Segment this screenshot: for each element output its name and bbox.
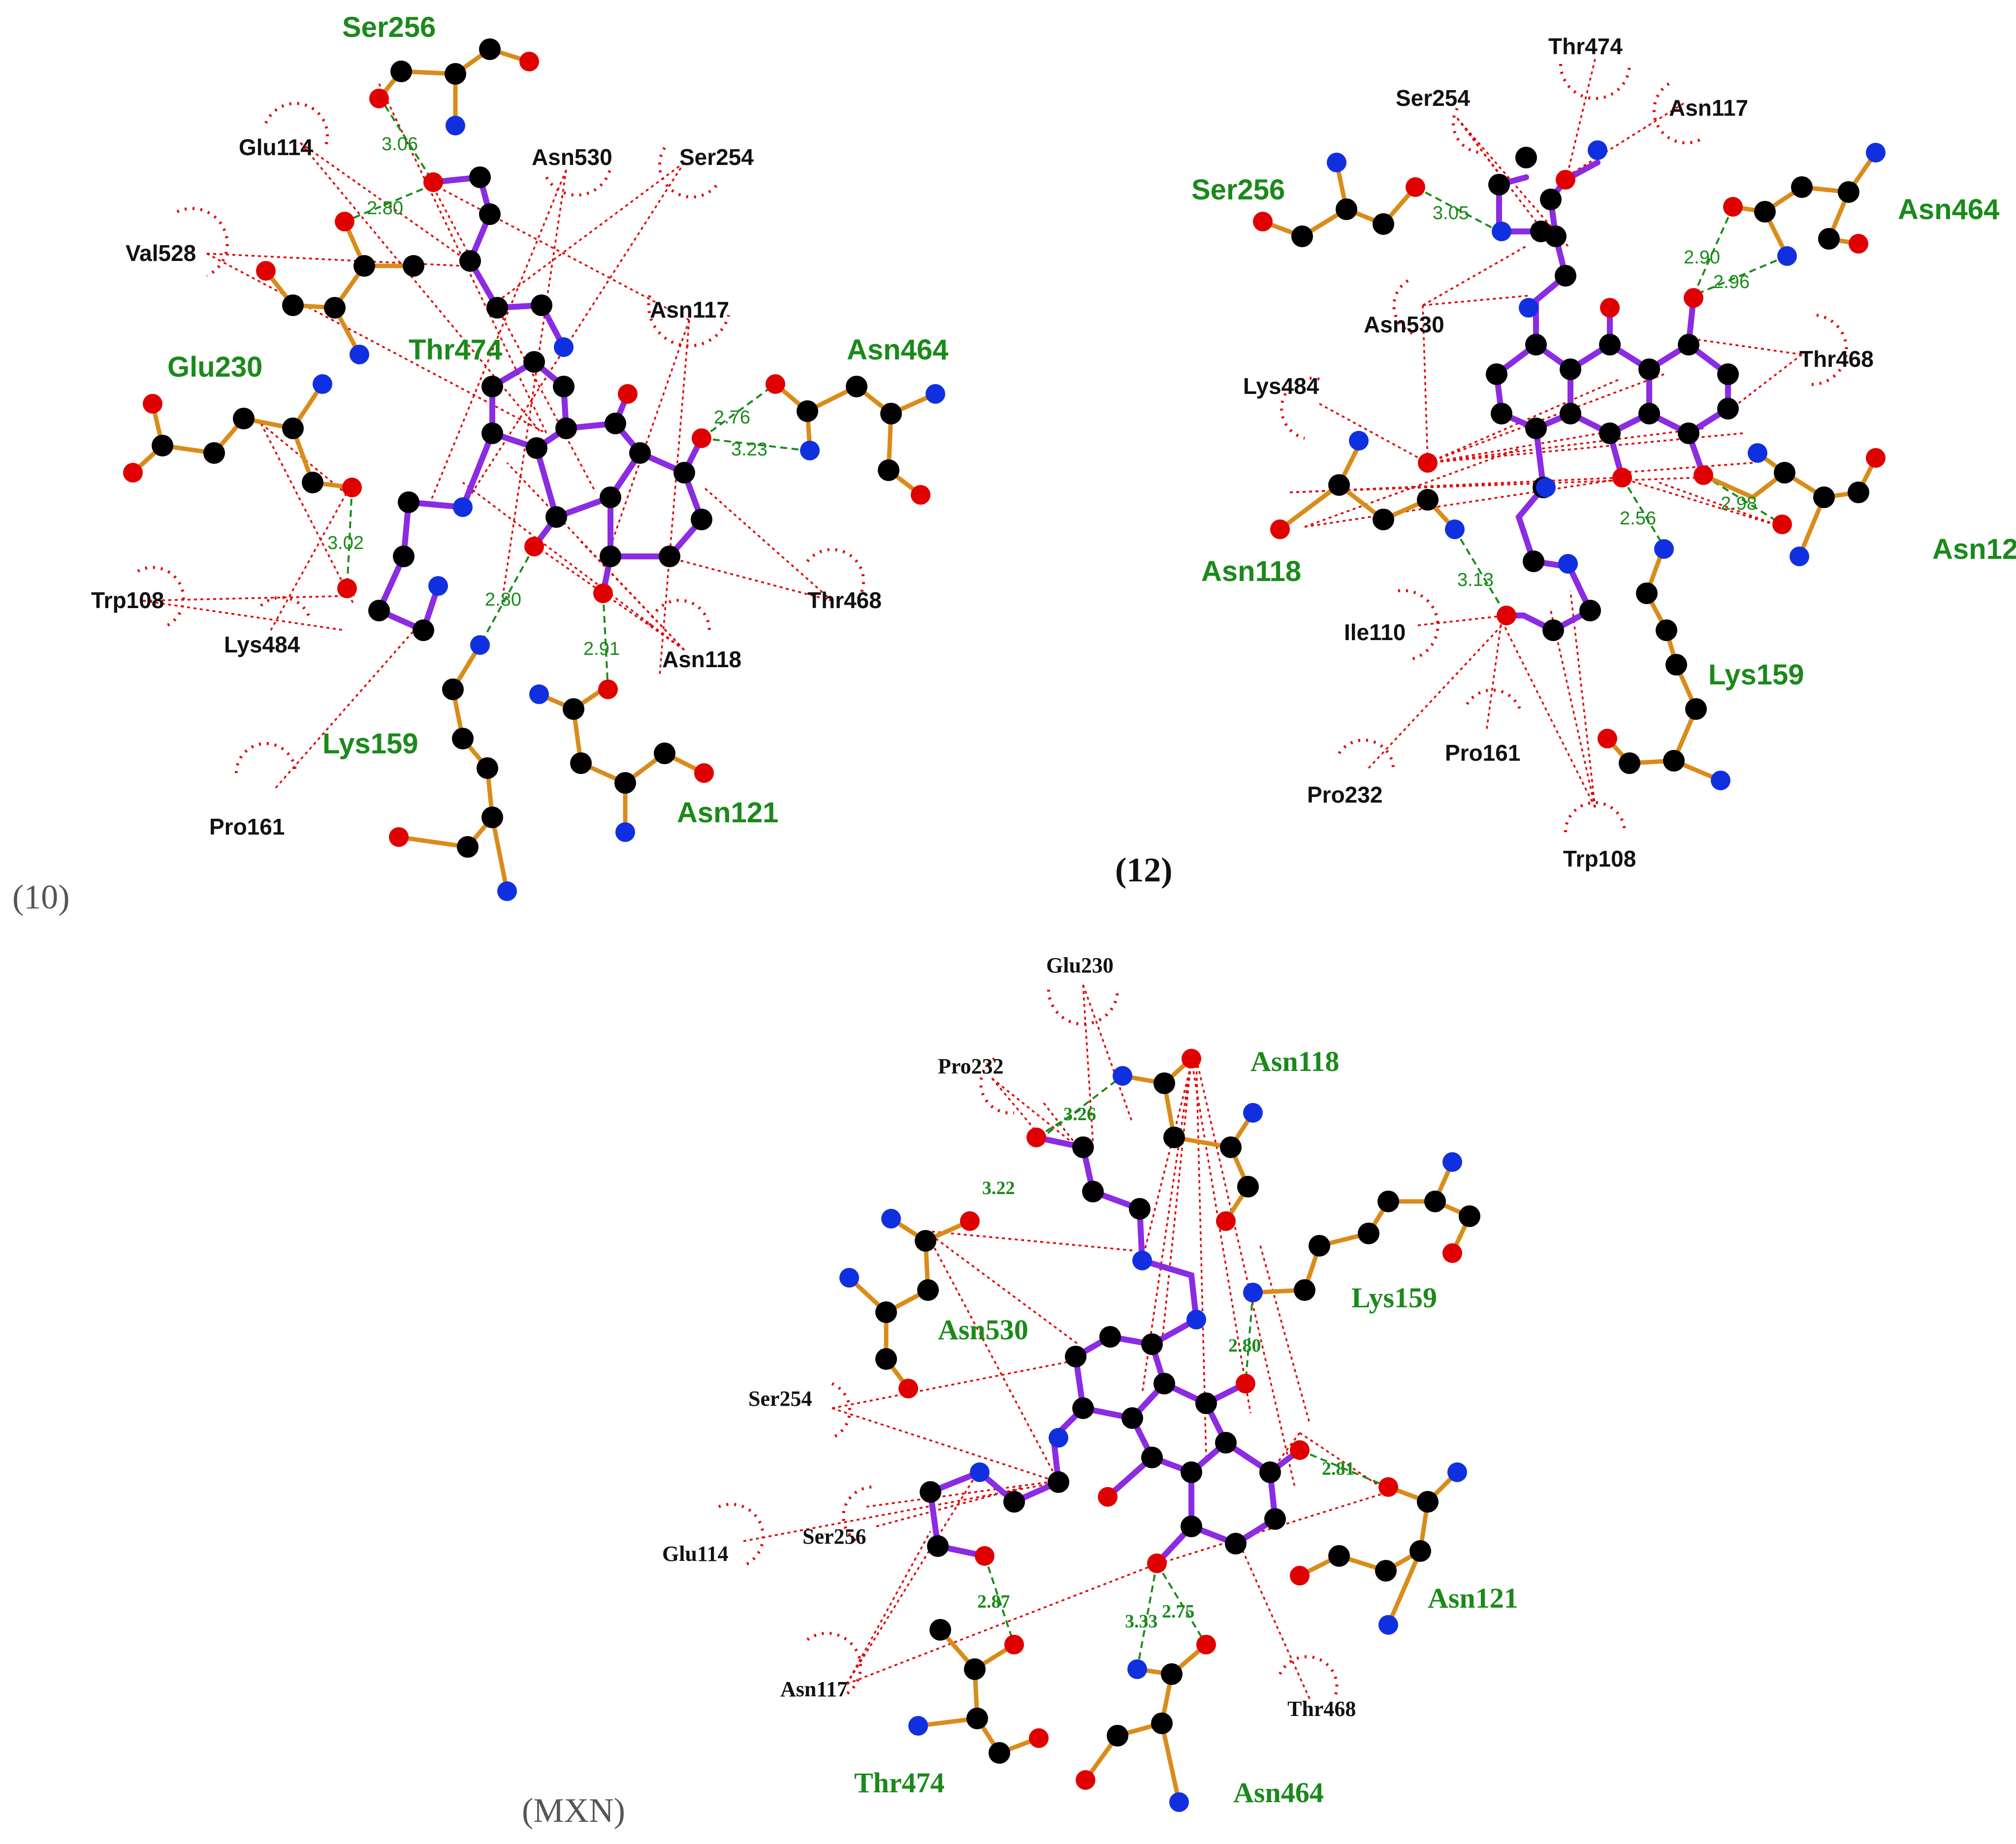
- label-ile110: Ile110: [1344, 619, 1406, 645]
- label-asn464: Asn464: [1233, 1777, 1324, 1809]
- dist-label: 3.05: [1433, 203, 1469, 224]
- panel-10-distances: 3.06 2.80 3.02 2.76 3.23 2.80 2.91: [327, 134, 768, 659]
- label-thr474: Thr474: [854, 1767, 945, 1799]
- panel-mxn: Asn118 Lys159 Asn530 Asn121 Thr474 Asn46…: [522, 953, 1518, 1830]
- label-ser256: Ser256: [802, 1524, 866, 1549]
- dist-label: 3.02: [327, 533, 364, 553]
- label-trp108: Trp108: [91, 587, 164, 613]
- label-asn530: Asn530: [938, 1314, 1028, 1346]
- label-thr474: Thr474: [1548, 33, 1623, 59]
- panel-12-caption: (12): [1115, 851, 1173, 889]
- label-thr474: Thr474: [409, 334, 502, 366]
- label-pro161: Pro161: [1445, 740, 1520, 766]
- dist-label: 2.80: [485, 589, 521, 610]
- label-asn464: Asn464: [847, 334, 948, 366]
- label-asn117: Asn117: [1669, 95, 1748, 121]
- panel-mxn-atoms: [839, 1049, 1480, 1812]
- panel-mxn-distances: 3.26 3.22 2.80 2.81 2.87 3.33 2.75: [977, 1104, 1355, 1632]
- dist-label: 2.81: [1322, 1458, 1355, 1479]
- label-lys159: Lys159: [1708, 659, 1804, 691]
- label-thr468: Thr468: [807, 587, 882, 613]
- label-lys159: Lys159: [1351, 1282, 1437, 1314]
- panel-12-residue-labels: Ser256 Asn464 Asn118 Asn121 Lys159 Thr47…: [1191, 33, 2016, 872]
- label-glu114: Glu114: [662, 1542, 729, 1566]
- panel-10-residue-bonds: [130, 47, 938, 894]
- label-thr468: Thr468: [1799, 346, 1874, 372]
- label-asn118: Asn118: [662, 647, 741, 672]
- label-asn117: Asn117: [780, 1677, 848, 1701]
- dist-label: 2.75: [1162, 1601, 1195, 1622]
- panel-mxn-hydrophobic-arcs: [718, 989, 1339, 1700]
- label-thr468: Thr468: [1287, 1697, 1356, 1721]
- dist-label: 3.13: [1457, 570, 1494, 590]
- label-asn464: Asn464: [1898, 194, 1999, 226]
- label-asn121: Asn121: [1932, 533, 2016, 565]
- panel-10-caption: (10): [12, 878, 70, 916]
- label-asn117: Asn117: [650, 297, 729, 323]
- dist-label: 3.23: [731, 439, 768, 460]
- panel-12-distances: 3.05 2.90 2.96 2.56 2.98 3.13: [1433, 203, 1757, 590]
- dist-label: 3.26: [1063, 1104, 1096, 1125]
- panel-12-hydrophobic-contacts: [1289, 59, 1803, 808]
- label-glu230: Glu230: [1046, 953, 1114, 977]
- label-lys159: Lys159: [322, 728, 418, 760]
- dist-label: 3.33: [1125, 1611, 1158, 1632]
- panel-mxn-hydrogen-bonds: [984, 1075, 1389, 1670]
- dist-label: 2.91: [583, 639, 620, 659]
- panel-10-hydrophobic-arcs: [137, 102, 865, 774]
- dist-label: 2.56: [1620, 508, 1656, 529]
- label-lys484: Lys484: [1243, 373, 1319, 399]
- dist-label: 2.96: [1713, 272, 1750, 292]
- dist-label: 2.80: [367, 198, 403, 219]
- panel-10-hydrogen-bonds: [344, 95, 808, 690]
- panel-10-ligand-bonds: [375, 174, 705, 635]
- label-glu230: Glu230: [167, 351, 262, 383]
- panel-12-hydrophobic-arcs: [1280, 64, 1848, 833]
- label-asn118: Asn118: [1201, 555, 1301, 587]
- panel-10-residue-labels: Ser256 Glu230 Thr474 Asn464 Lys159 Asn12…: [91, 11, 948, 840]
- dist-label: 3.06: [382, 134, 418, 155]
- dist-label: 2.76: [714, 407, 750, 428]
- panel-mxn-residue-bonds: [847, 1056, 1473, 1805]
- dist-label: 2.80: [1228, 1335, 1261, 1356]
- label-asn530: Asn530: [1364, 312, 1444, 337]
- label-ser254: Ser254: [748, 1387, 812, 1411]
- dist-label: 2.87: [977, 1591, 1010, 1612]
- label-asn118: Asn118: [1250, 1045, 1340, 1077]
- label-ser256: Ser256: [1191, 174, 1285, 206]
- label-lys484: Lys484: [224, 632, 300, 657]
- label-ser254: Ser254: [679, 144, 754, 170]
- label-val528: Val528: [126, 240, 196, 266]
- panel-10: Ser256 Glu230 Thr474 Asn464 Lys159 Asn12…: [12, 11, 948, 916]
- label-asn121: Asn121: [1428, 1582, 1518, 1614]
- dist-label: 2.90: [1684, 247, 1720, 268]
- label-pro232: Pro232: [1307, 782, 1382, 808]
- label-ser254: Ser254: [1396, 85, 1470, 111]
- label-asn121: Asn121: [677, 797, 778, 829]
- panel-mxn-hydrophobic-contacts: [743, 984, 1389, 1699]
- label-glu114: Glu114: [239, 134, 313, 160]
- label-ser256: Ser256: [342, 11, 436, 43]
- label-trp108: Trp108: [1563, 846, 1636, 872]
- label-asn530: Asn530: [532, 144, 612, 170]
- label-pro232: Pro232: [938, 1054, 1004, 1078]
- panel-10-atoms: [123, 38, 945, 901]
- panel-12-atoms: [1253, 140, 1886, 790]
- dist-label: 3.22: [982, 1178, 1015, 1198]
- dist-label: 2.98: [1721, 493, 1757, 514]
- panel-mxn-residue-labels: Asn118 Lys159 Asn530 Asn121 Thr474 Asn46…: [662, 953, 1518, 1809]
- label-pro161: Pro161: [209, 814, 285, 840]
- panel-mxn-caption: (MXN): [522, 1792, 625, 1830]
- panel-12: Ser256 Asn464 Asn118 Asn121 Lys159 Thr47…: [1115, 33, 2016, 889]
